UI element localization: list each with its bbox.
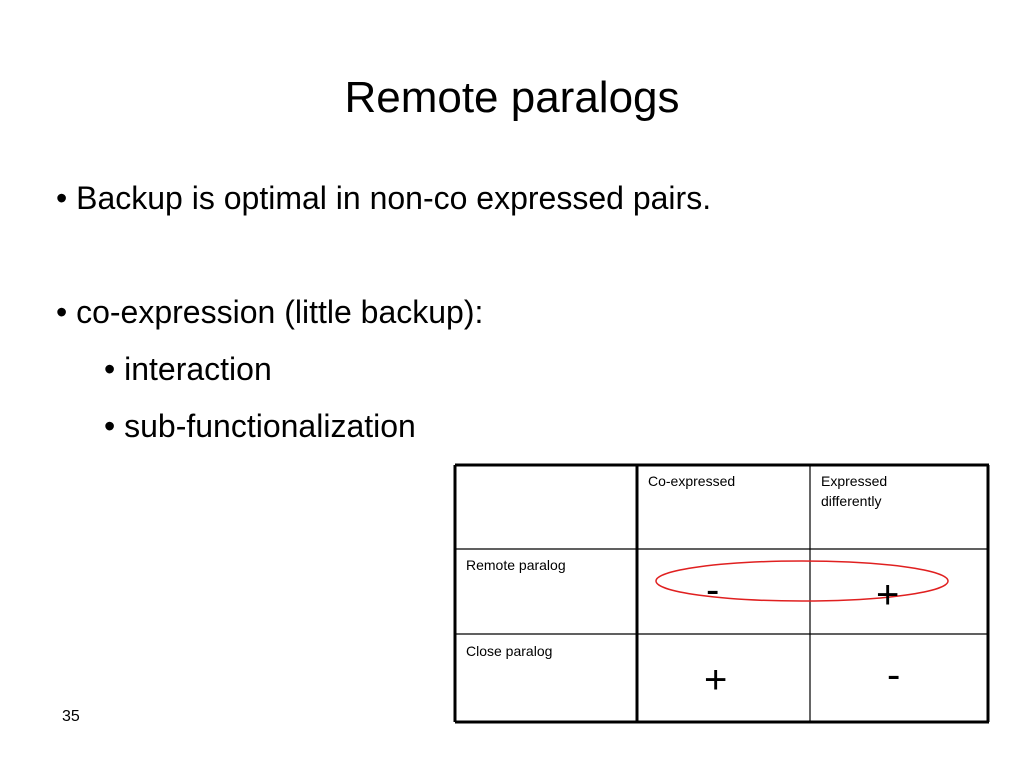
sub-bullet-sub-functionalization: • sub-functionalization (104, 408, 416, 444)
page-number: 35 (62, 708, 80, 725)
cell-remote-expressed-differently: + (876, 573, 900, 617)
bullet-backup: • Backup is optimal in non-co expressed … (56, 180, 712, 216)
bullet-co-expression: • co-expression (little backup): (56, 294, 484, 330)
row-label-remote-paralog: Remote paralog (466, 557, 566, 573)
header-expressed-differently: Expressed differently (821, 473, 888, 509)
header-co-expressed: Co-expressed (648, 473, 736, 489)
sub-bullet-interaction: • interaction (104, 351, 272, 387)
highlight-ellipse (655, 560, 949, 602)
slide-title: Remote paralogs (344, 73, 680, 122)
cell-close-co-expressed: + (704, 658, 728, 702)
cell-remote-co-expressed: - (706, 568, 720, 612)
row-label-close-paralog: Close paralog (466, 643, 553, 659)
cell-close-expressed-differently: - (887, 653, 901, 697)
